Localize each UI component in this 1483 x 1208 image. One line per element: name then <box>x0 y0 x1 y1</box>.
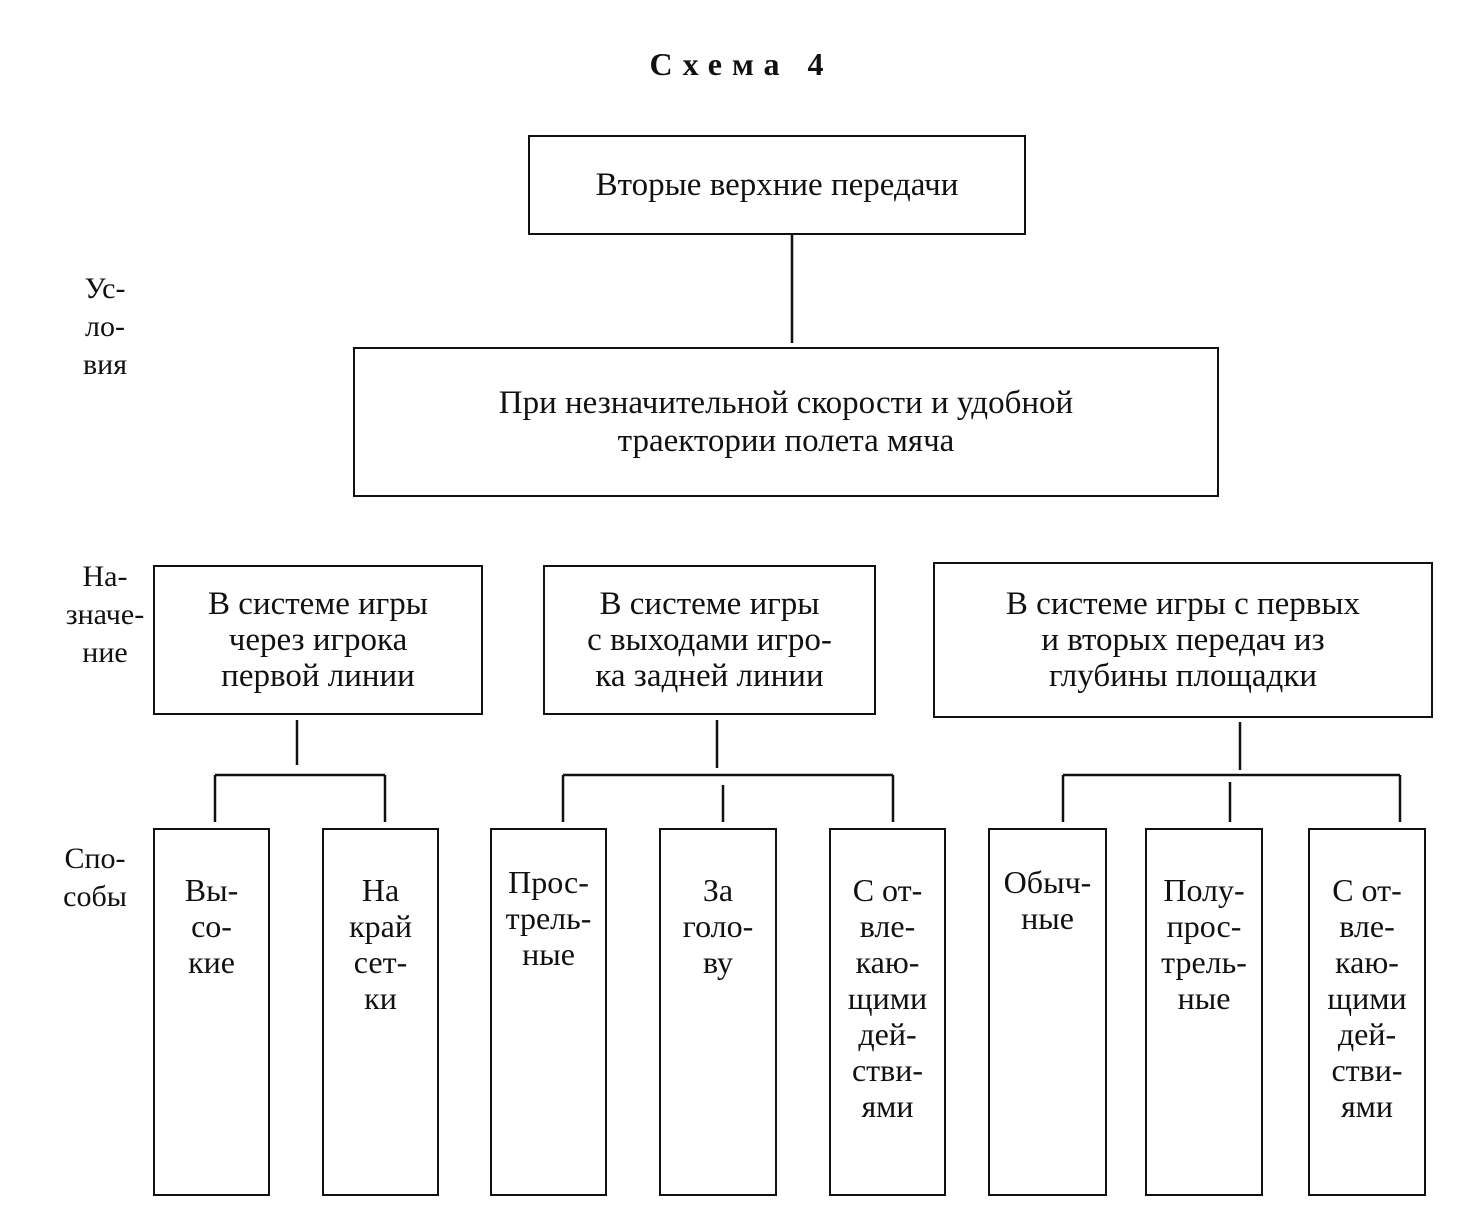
purpose-label: В системе игры с выходами игро- ка задне… <box>587 586 832 694</box>
root-label: Вторые верхние передачи <box>595 167 959 203</box>
method-label: На край сет- ки <box>349 872 412 1016</box>
diagram-title: Схема 4 <box>649 46 834 82</box>
method-box-2: На край сет- ки <box>322 828 439 1196</box>
method-label: Обыч- ные <box>1003 864 1092 936</box>
side-label-methods: Спо- собы <box>63 842 127 913</box>
purpose-box-3: В системе игры с первых и вторых передач… <box>933 562 1433 718</box>
method-label: Вы- со- кие <box>184 872 239 980</box>
purpose-label: В системе игры с первых и вторых передач… <box>1005 586 1361 694</box>
method-label: За голо- ву <box>682 872 754 980</box>
method-label: С от- вле- каю- щими дей- стви- ями <box>847 872 928 1124</box>
method-label: С от- вле- каю- щими дей- стви- ями <box>1327 872 1407 1124</box>
root-box: Вторые верхние передачи <box>528 135 1026 235</box>
method-box-4: За голо- ву <box>659 828 777 1196</box>
side-label-conditions: Ус- ло- вия <box>82 272 128 381</box>
method-box-3: Прос- трель- ные <box>490 828 607 1196</box>
method-label: Полу- прос- трель- ные <box>1161 872 1247 1016</box>
method-box-7: Полу- прос- трель- ные <box>1145 828 1263 1196</box>
method-box-8: С от- вле- каю- щими дей- стви- ями <box>1308 828 1426 1196</box>
method-label: Прос- трель- ные <box>505 864 592 972</box>
condition-label: При незначительной скорости и удобной тр… <box>498 385 1074 459</box>
method-box-1: Вы- со- кие <box>153 828 270 1196</box>
purpose-box-2: В системе игры с выходами игро- ка задне… <box>543 565 876 715</box>
purpose-box-1: В системе игры через игрока первой линии <box>153 565 483 715</box>
method-box-6: Обыч- ные <box>988 828 1107 1196</box>
condition-box: При незначительной скорости и удобной тр… <box>353 347 1219 497</box>
side-label-purpose: На- значе- ние <box>65 560 145 669</box>
purpose-label: В системе игры через игрока первой линии <box>208 586 428 694</box>
method-box-5: С от- вле- каю- щими дей- стви- ями <box>829 828 946 1196</box>
